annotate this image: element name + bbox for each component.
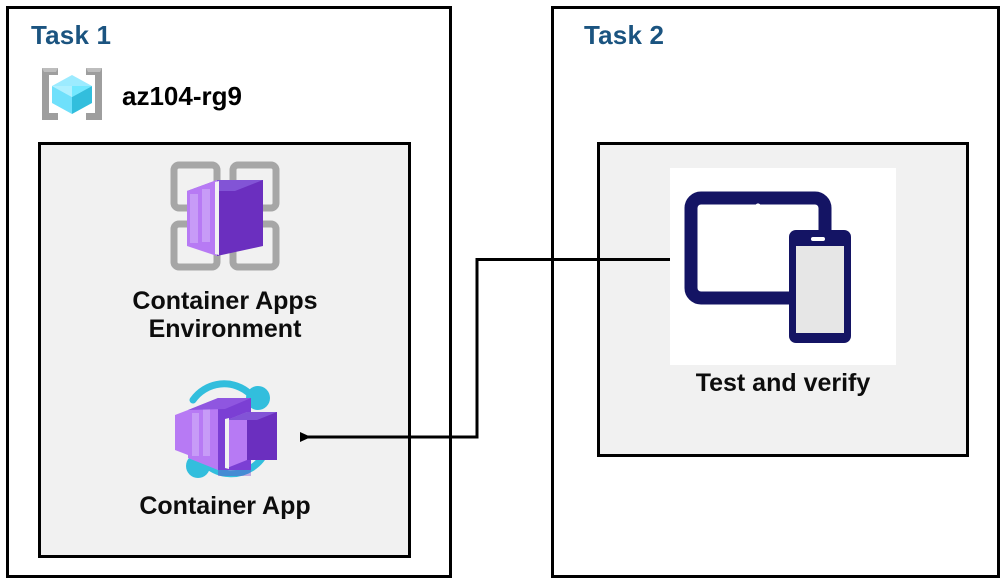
task-2-title: Task 2 <box>584 20 665 50</box>
resource-group-row: az104-rg9 <box>36 58 242 135</box>
node-container-app[interactable]: Container App <box>85 378 365 520</box>
node-test-and-verify[interactable]: Test and verify <box>648 168 918 397</box>
node-label-test-and-verify: Test and verify <box>695 369 871 397</box>
node-container-apps-environment[interactable]: Container Apps Environment <box>85 158 365 343</box>
task-1-title: Task 1 <box>31 20 112 50</box>
container-app-icon <box>155 378 295 488</box>
test-and-verify-devices-icon <box>670 168 896 365</box>
resource-group-icon <box>36 58 108 135</box>
node-label-container-apps-environment: Container Apps Environment <box>132 287 318 343</box>
resource-group-label: az104-rg9 <box>122 81 242 111</box>
container-apps-environment-icon <box>160 158 290 283</box>
node-label-container-app: Container App <box>139 492 311 520</box>
